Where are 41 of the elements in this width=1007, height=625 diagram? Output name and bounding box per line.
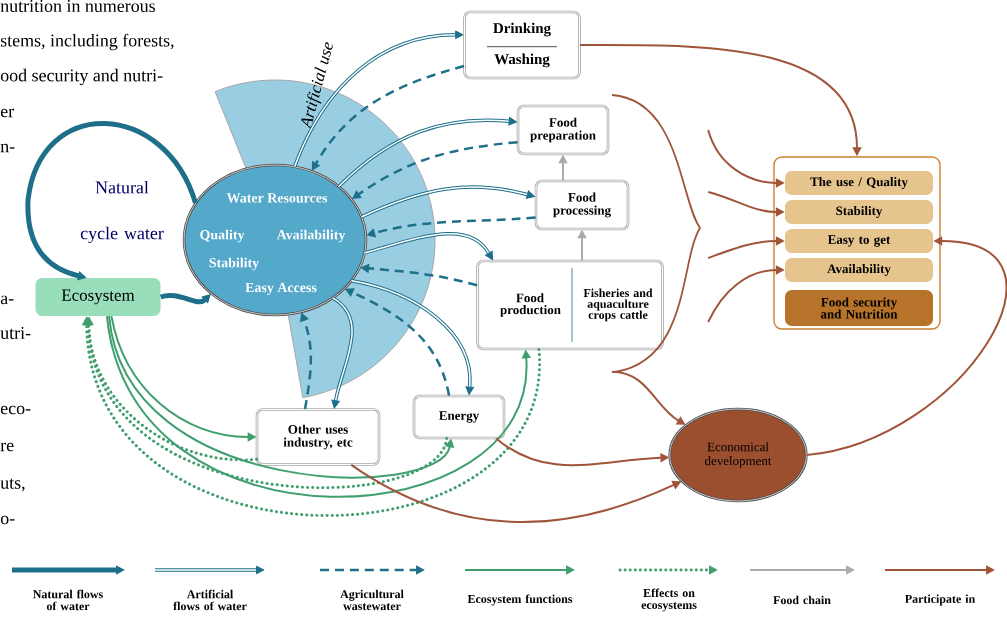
- fan-label: Artificial use: [301, 42, 333, 130]
- legend-text: Effects on ecosystems: [641, 588, 697, 612]
- page-text: a-: [0, 295, 14, 305]
- flow-arrow: [331, 296, 354, 409]
- flow-arrow: [364, 231, 494, 261]
- legend-text: Participate in: [905, 594, 975, 606]
- cycle-label: Natural cycle water: [80, 180, 164, 244]
- pillar-bar: Food security and Nutrition: [785, 290, 933, 326]
- page-text: nutrition in numerous: [0, 0, 155, 12]
- flow-arrow: [361, 185, 536, 219]
- flow-arrow: [160, 293, 211, 305]
- pillar-bar: Availability: [785, 258, 933, 282]
- legend-text: Food chain: [773, 595, 831, 605]
- page-text: utri-: [0, 326, 31, 339]
- flow-arrow: [337, 116, 517, 188]
- page-text: ood security and nutri-: [0, 68, 163, 86]
- pillar-bar: Easy to get: [785, 229, 933, 253]
- flow-arrow: [293, 30, 464, 168]
- flow-arrow: [351, 279, 474, 395]
- flow-arrow: [805, 236, 1007, 456]
- page-text: o-: [0, 515, 15, 525]
- other-uses-box: Other uses industry, etc: [255, 408, 381, 466]
- legend-text: Ecosystem functions: [467, 594, 573, 606]
- legend-text: Artificial flows of water: [173, 589, 247, 611]
- page-text: uts,: [0, 478, 25, 492]
- legend-text: Natural flows of water: [33, 589, 103, 611]
- food-preparation-box: Food preparation: [516, 104, 610, 156]
- food-processing-box: Food processing: [534, 179, 630, 231]
- drinking-washing-box: Drinking Washing: [463, 10, 581, 80]
- food-production-box: Food production Fisheries and aquaculture crops cattle: [476, 259, 664, 351]
- pillar-bar: Stability: [785, 200, 933, 224]
- pillar-bar: The use / Quality: [785, 171, 933, 195]
- legend-text: Agricultural wastewater: [340, 589, 404, 611]
- food-security-frame: [773, 156, 941, 330]
- page-text: stems, including forests,: [0, 33, 174, 51]
- ecosystem-box: Ecosystem: [35, 278, 161, 316]
- page-text: er: [0, 108, 14, 118]
- page-text: re: [0, 442, 14, 452]
- page-text: eco-: [0, 405, 31, 415]
- page-text: n-: [0, 143, 15, 153]
- energy-box: Energy: [412, 394, 506, 440]
